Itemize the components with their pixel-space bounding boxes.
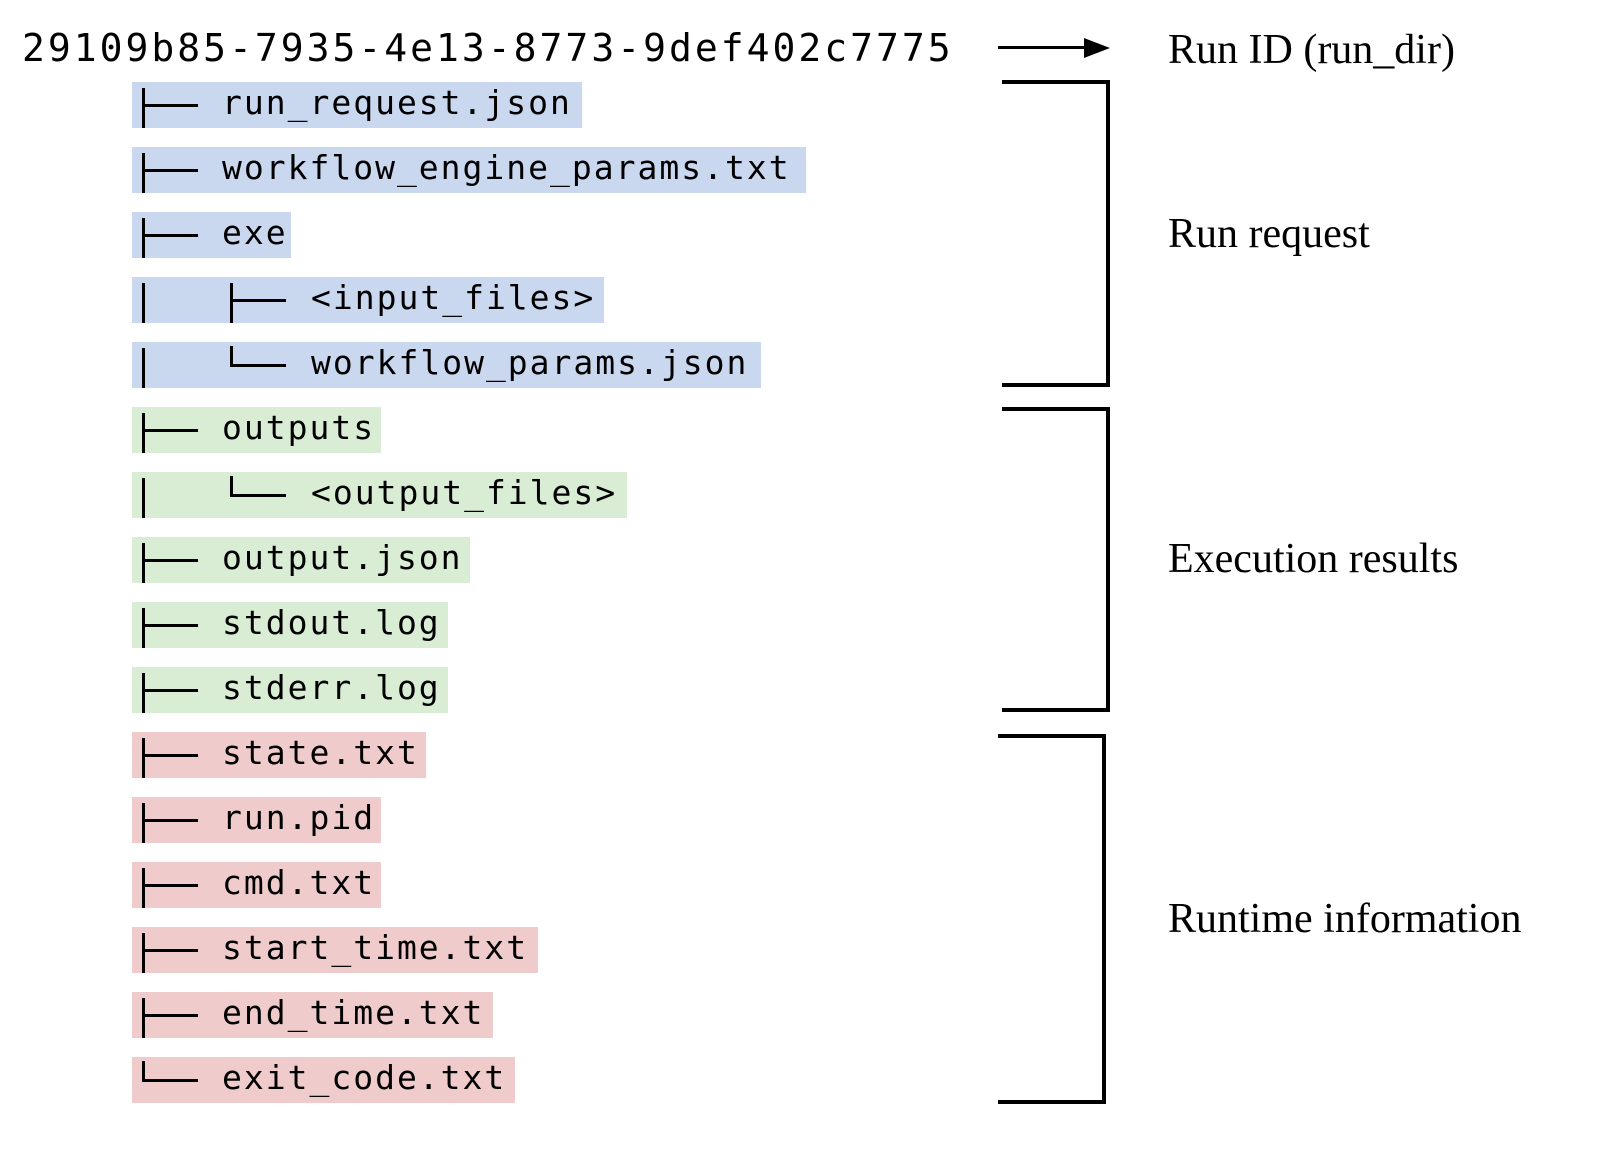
branch-vertical	[142, 218, 145, 258]
tree-pipe	[142, 478, 145, 518]
file-name: stderr.log	[222, 668, 441, 707]
file-name: outputs	[222, 408, 376, 447]
branch-horizontal	[230, 494, 286, 497]
run-id-text: 29109b85-7935-4e13-8773-9def402c7775	[22, 26, 954, 70]
branch-vertical	[142, 608, 145, 648]
branch-horizontal	[142, 689, 198, 692]
file-name: output.json	[222, 538, 463, 577]
branch-vertical	[230, 476, 233, 497]
branch-horizontal	[142, 624, 198, 627]
group-label-run-request: Run request	[1168, 211, 1370, 257]
branch-vertical	[142, 803, 145, 843]
branch-horizontal	[142, 1014, 198, 1017]
branch-vertical	[142, 153, 145, 193]
branch-horizontal	[142, 949, 198, 952]
file-name: <output_files>	[311, 473, 618, 512]
file-name: <input_files>	[311, 278, 596, 317]
group-label-execution-results: Execution results	[1168, 536, 1459, 582]
file-name: workflow_engine_params.txt	[222, 148, 791, 187]
file-name: cmd.txt	[222, 863, 376, 902]
branch-vertical	[142, 868, 145, 908]
row-highlight	[132, 147, 806, 193]
branch-vertical	[142, 738, 145, 778]
branch-horizontal	[142, 819, 198, 822]
row-highlight	[132, 82, 582, 128]
branch-vertical	[142, 933, 145, 973]
branch-horizontal	[230, 299, 286, 302]
branch-vertical	[142, 543, 145, 583]
branch-horizontal	[142, 234, 198, 237]
run-id-label: Run ID (run_dir)	[1168, 27, 1455, 73]
branch-vertical	[142, 673, 145, 713]
arrow-head-icon	[1084, 38, 1110, 58]
file-name: exit_code.txt	[222, 1058, 507, 1097]
file-name: state.txt	[222, 733, 419, 772]
branch-vertical	[142, 1061, 145, 1082]
row-highlight	[132, 927, 538, 973]
branch-vertical	[142, 998, 145, 1038]
bracket-run-request	[1002, 80, 1110, 387]
file-name: run_request.json	[222, 83, 572, 122]
file-name: workflow_params.json	[311, 343, 749, 382]
file-name: exe	[222, 213, 288, 252]
bracket-runtime-information	[998, 734, 1106, 1104]
branch-horizontal	[142, 754, 198, 757]
tree-pipe	[142, 348, 145, 388]
file-name: end_time.txt	[222, 993, 485, 1032]
bracket-execution-results	[1002, 407, 1110, 712]
file-name: run.pid	[222, 798, 376, 837]
arrow-line	[998, 46, 1088, 49]
group-label-runtime-information: Runtime information	[1168, 896, 1522, 942]
file-name: start_time.txt	[222, 928, 529, 967]
branch-horizontal	[142, 169, 198, 172]
branch-vertical	[142, 413, 145, 453]
row-highlight	[132, 277, 604, 323]
branch-horizontal	[142, 429, 198, 432]
file-name: stdout.log	[222, 603, 441, 642]
branch-horizontal	[142, 1079, 198, 1082]
branch-horizontal	[142, 559, 198, 562]
branch-horizontal	[142, 104, 198, 107]
row-highlight	[132, 472, 627, 518]
branch-horizontal	[230, 364, 286, 367]
tree-pipe	[142, 283, 145, 323]
branch-vertical	[142, 88, 145, 128]
branch-vertical	[230, 346, 233, 367]
branch-vertical	[230, 283, 233, 323]
branch-horizontal	[142, 884, 198, 887]
